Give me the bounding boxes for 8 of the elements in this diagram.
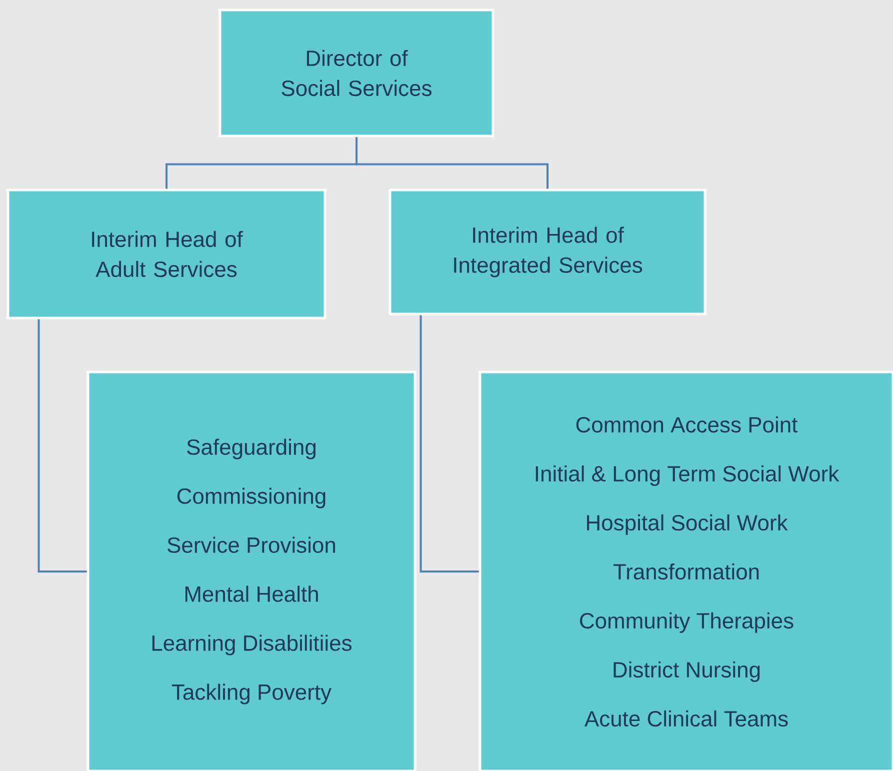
list-box: Safeguarding Commissioning Service Provision Mental Health Learning Disabilitiies Tackling Poverty	[86, 370, 416, 771]
list-box: Common Access Point Initial & Long Term Social Work Hospital Social Work Transformation Community Therapies District Nursing Acute Clinical Teams	[478, 370, 893, 771]
connector-line	[420, 315, 479, 572]
title-box: Interim Head of Adult Services	[6, 188, 326, 320]
connector-line	[38, 319, 87, 572]
title-box: Director of Social Services	[218, 8, 494, 138]
connector-line	[356, 137, 548, 189]
title-box: Interim Head of Integrated Services	[388, 188, 706, 316]
